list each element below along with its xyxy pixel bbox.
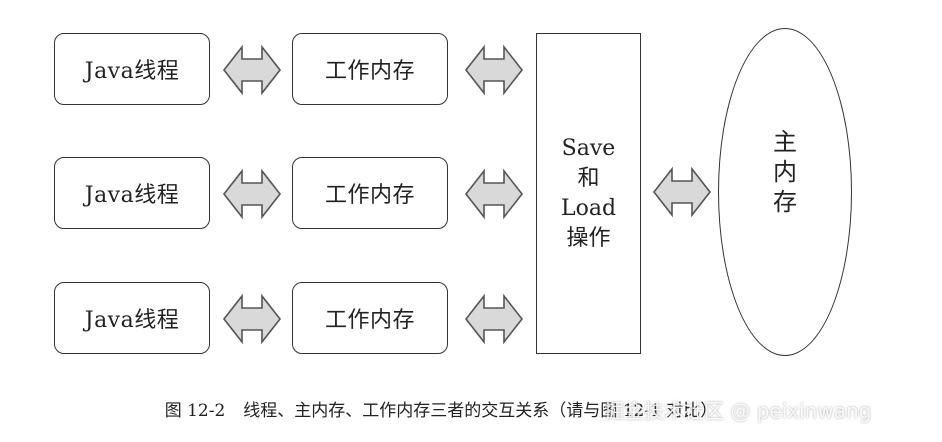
watermark: 掘金技术社区 @ peixinwang [604, 399, 872, 423]
double-arrow-work-saveload-3 [464, 293, 524, 345]
java-thread-box-1: Java线程 [54, 33, 210, 105]
java-thread-box-3: Java线程 [54, 282, 210, 354]
working-memory-label-3: 工作内存 [324, 308, 415, 333]
working-memory-box-3: 工作内存 [292, 282, 448, 354]
figure-caption-text: 线程、主内存、工作内存三者的交互关系（请与图 12-1 对比） [243, 401, 718, 421]
double-arrow-work-saveload-1 [464, 44, 524, 96]
main-memory-char-2: 内 [773, 158, 797, 186]
double-arrow-thread-work-1 [222, 44, 282, 96]
save-load-operation-box: Save 和 Load 操作 [536, 33, 641, 354]
main-memory-char-1: 主 [773, 128, 797, 156]
save-load-line-4: 操作 [566, 225, 611, 251]
main-memory-char-3: 存 [773, 188, 797, 216]
double-arrow-saveload-main [652, 166, 712, 218]
working-memory-label-1: 工作内存 [324, 59, 415, 84]
double-arrow-work-saveload-2 [464, 168, 524, 220]
save-load-line-2: 和 [577, 165, 600, 191]
java-thread-box-2: Java线程 [54, 157, 210, 229]
working-memory-label-2: 工作内存 [324, 183, 415, 208]
main-memory-ellipse: 主 内 存 [718, 28, 852, 356]
working-memory-box-2: 工作内存 [292, 157, 448, 229]
java-thread-label-1: Java线程 [84, 59, 180, 84]
java-thread-label-2: Java线程 [84, 183, 180, 208]
save-load-line-1: Save [561, 135, 616, 161]
double-arrow-thread-work-2 [222, 168, 282, 220]
save-load-line-3: Load [560, 195, 617, 221]
working-memory-box-1: 工作内存 [292, 33, 448, 105]
figure-caption: 图 12-2 线程、主内存、工作内存三者的交互关系（请与图 12-1 对比） [0, 396, 942, 421]
double-arrow-thread-work-3 [222, 293, 282, 345]
figure-number: 图 12-2 [164, 401, 226, 421]
java-thread-label-3: Java线程 [84, 308, 180, 333]
